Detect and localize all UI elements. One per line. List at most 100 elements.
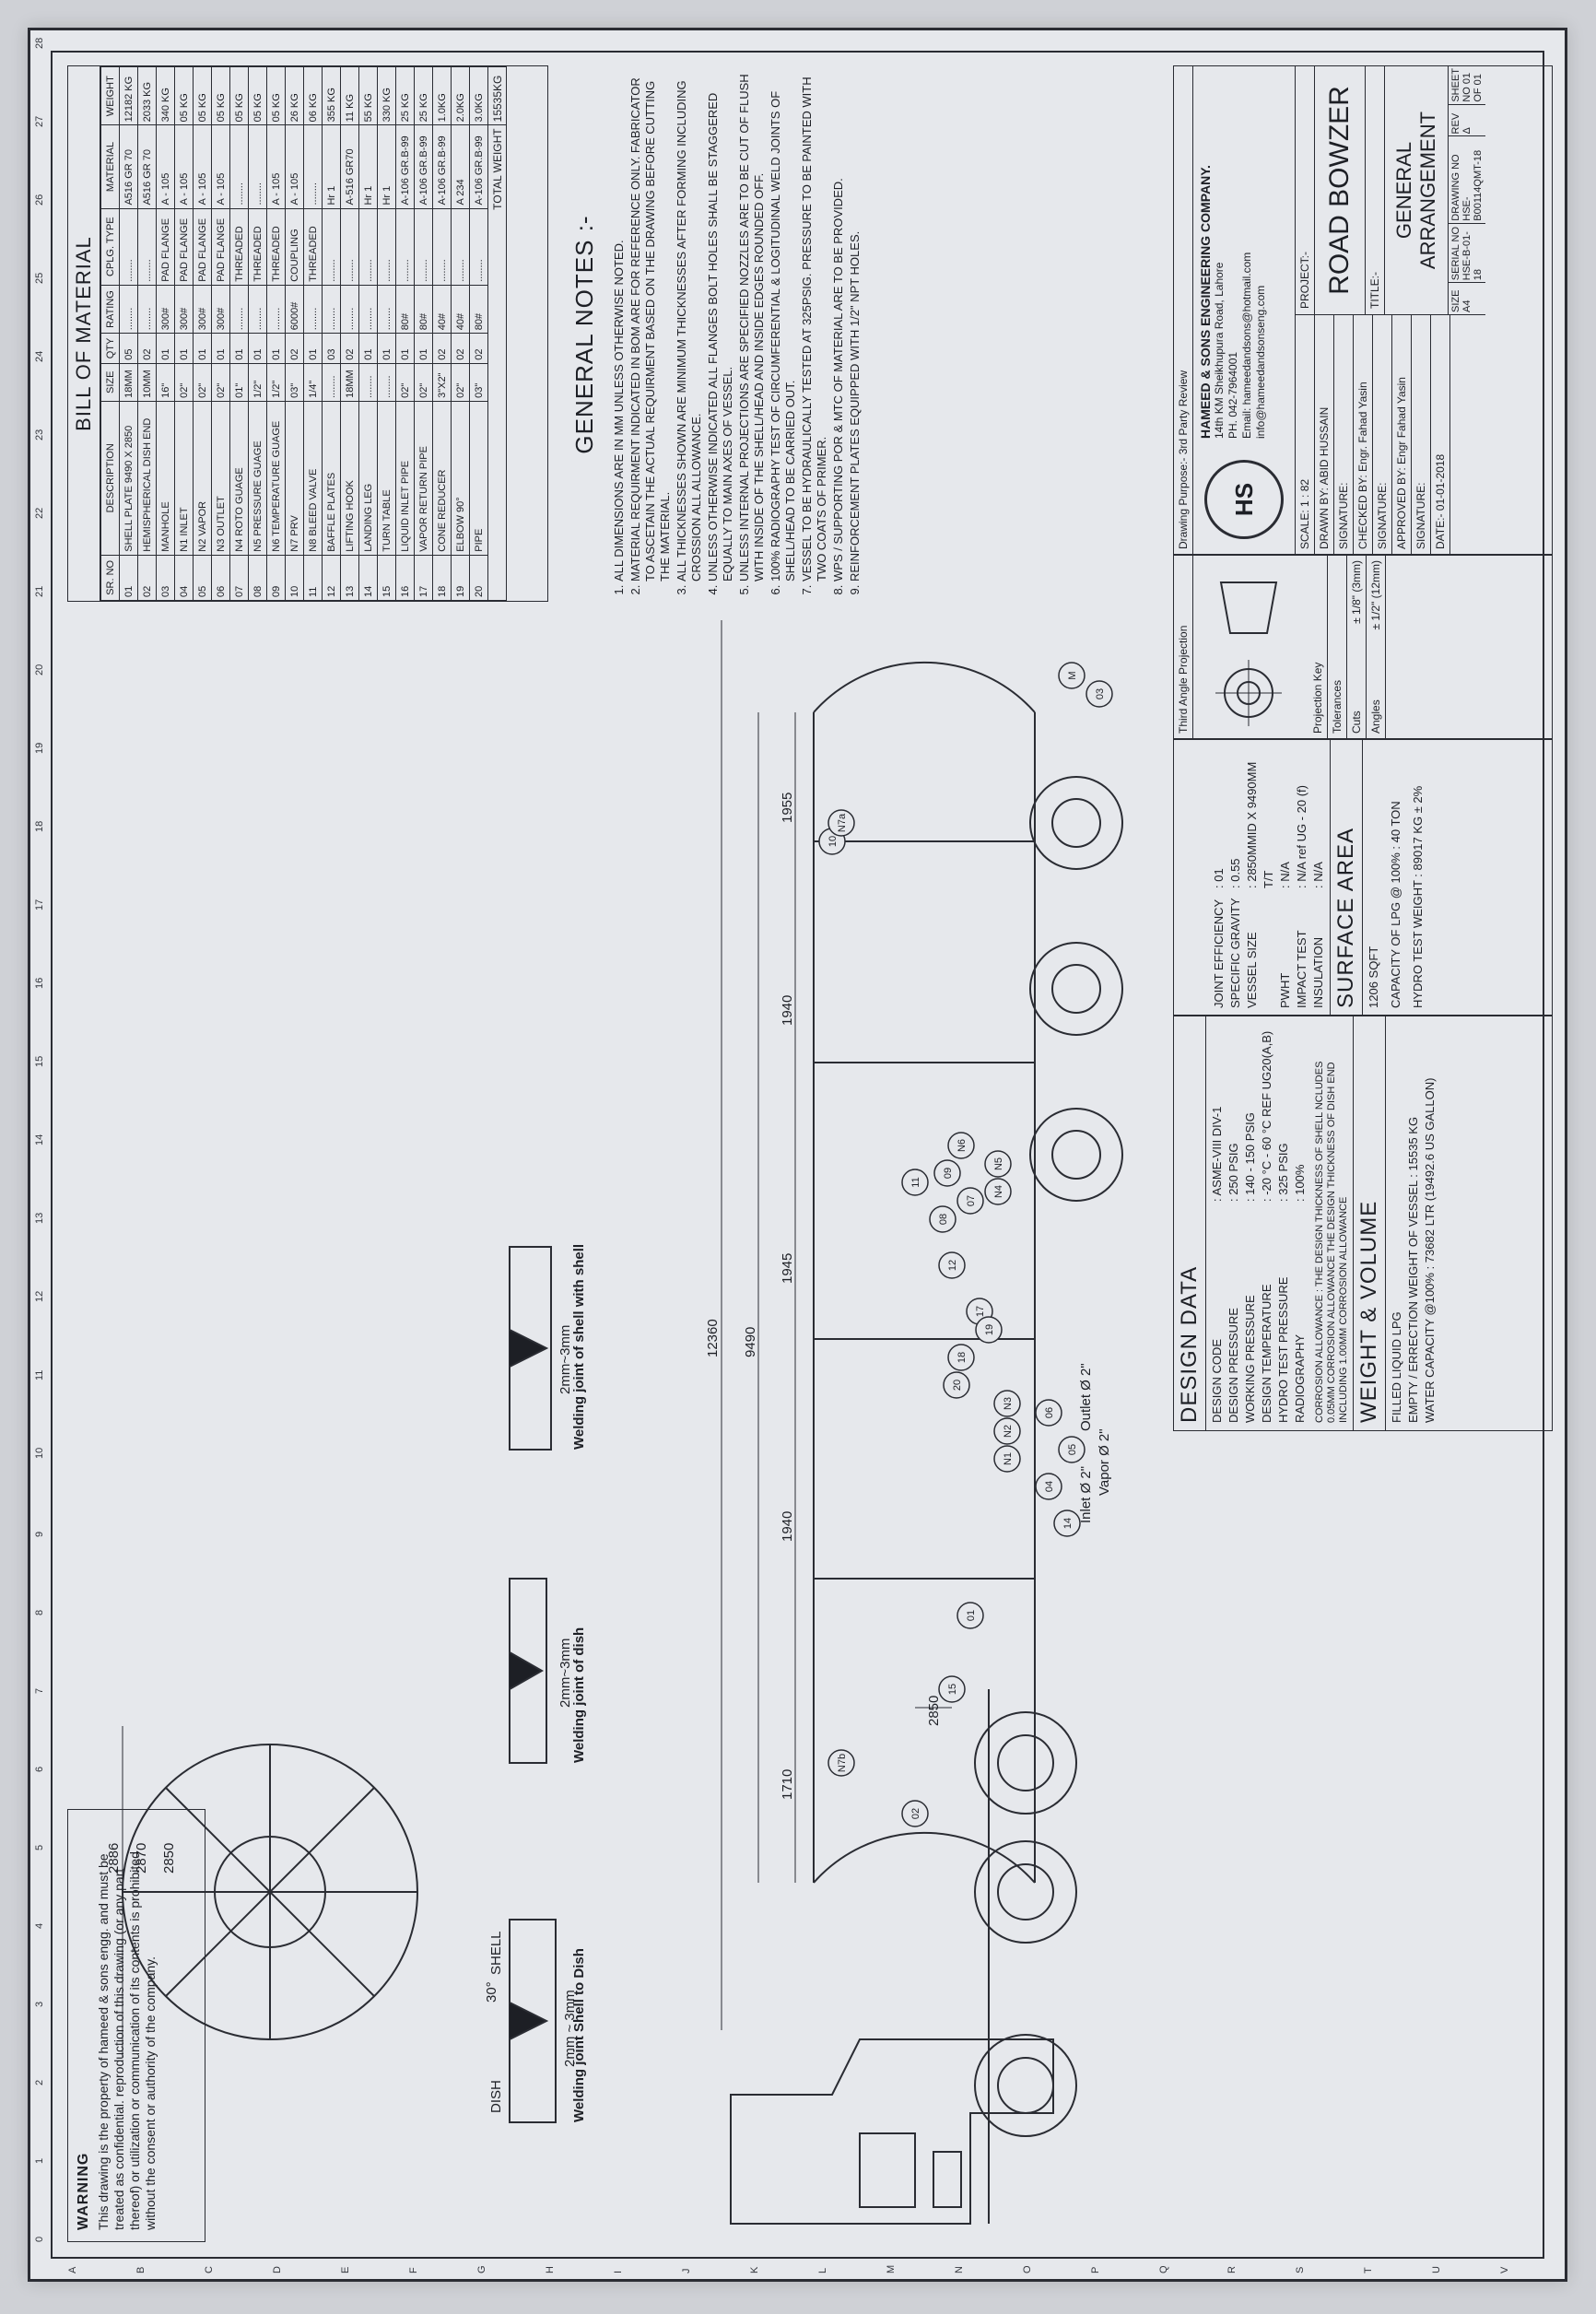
bom-cell: 04: [174, 555, 194, 601]
note-item: UNLESS INTERNAL PROJECTIONS ARE SPECIFIE…: [737, 67, 767, 581]
bom-header-cell: WEIGHT: [100, 66, 120, 125]
bom-cell: 02: [137, 555, 157, 601]
drawing-title: GENERAL ARRANGEMENT: [1392, 111, 1439, 270]
bom-header-cell: MATERIAL: [100, 124, 120, 209]
balloon-label: 07: [966, 1195, 977, 1206]
design-key: RADIOGRAPHY: [1293, 1333, 1307, 1423]
bom-cell: 01: [248, 333, 267, 364]
bom-cell: 6000#: [285, 285, 304, 334]
zone-col: 28: [34, 37, 45, 49]
approved-by: APPROVED BY: Engr Fahad Yasin: [1392, 315, 1412, 555]
zone-col: 26: [34, 194, 45, 206]
bom-cell: 02": [395, 363, 415, 402]
design-value: : 01: [1212, 868, 1226, 888]
bom-cell: ........: [229, 124, 249, 209]
balloon-circle: [947, 1132, 975, 1159]
bom-cell: PAD FLANGE: [174, 208, 194, 286]
balloon-label: 03: [1095, 688, 1106, 699]
balloon-circle: [929, 1205, 956, 1233]
bom-cell: A - 105: [174, 124, 194, 209]
bom-cell: 02: [432, 333, 452, 364]
note-item: VESSEL TO BE HYDRAULICALLY TESTED AT 325…: [800, 67, 829, 581]
design-row: VESSEL SIZE: 2850MMID X 9490MM T/T: [1244, 746, 1277, 1008]
zone-col: 21: [34, 585, 45, 597]
bom-cell: A - 105: [211, 124, 230, 209]
bom-cell: N4 ROTO GUAGE: [229, 401, 249, 556]
angles-value: ± 1/2" (12mm): [1369, 560, 1382, 630]
design-key: DESIGN PRESSURE: [1226, 1308, 1240, 1423]
bom-cell: 340 KG: [156, 66, 175, 125]
weld1-gap: 2mm ~ 3mm: [562, 1990, 578, 2067]
balloon-circle: [984, 1178, 1012, 1205]
bom-cell: 300#: [211, 285, 230, 334]
bom-cell: A - 105: [285, 124, 304, 209]
bom-header-cell: CPLG. TYPE: [100, 208, 120, 286]
bom-cell: 09: [266, 555, 286, 601]
bom-cell: N8 BLEED VALVE: [303, 401, 323, 556]
design-value: : 2850MMID X 9490MM T/T: [1245, 761, 1275, 888]
label-vapor: Vapor Ø 2": [1097, 1428, 1112, 1496]
title-block: Drawing Purpose:- 3rd Party Review HS HA…: [1173, 65, 1553, 556]
bom-cell: 02": [174, 363, 194, 402]
bom-cell: ........: [395, 208, 415, 286]
bom-cell: 15: [377, 555, 396, 601]
balloon-label: 01: [966, 1610, 977, 1621]
bom-cell: 06: [211, 555, 230, 601]
bom-cell: 1/2": [266, 363, 286, 402]
dim-1945: 1945: [780, 1253, 795, 1284]
design-value: : N/A: [1311, 862, 1325, 888]
bom-cell: 12182 KG: [119, 66, 138, 125]
balloon-circle: [938, 1675, 966, 1703]
bom-cell: LANDING LEG: [358, 401, 378, 556]
bom-cell: 02": [211, 363, 230, 402]
sheet-value: NO 01 OF 01: [1461, 72, 1484, 102]
bom-cell: ........: [303, 285, 323, 334]
design-data: DESIGN DATA DESIGN CODE: ASME-VIII DIV-1…: [1173, 1015, 1553, 1431]
balloon-circle: [1035, 1473, 1062, 1500]
bom-cell: 55 KG: [358, 66, 378, 125]
balloon-label: 17: [975, 1306, 986, 1317]
weld3-gap: 2mm~3mm: [557, 1325, 573, 1394]
bom-cell: Hr 1: [322, 124, 341, 209]
design-value: : 140 - 150 PSIG: [1243, 1112, 1257, 1202]
balloon-label: 11: [910, 1177, 921, 1187]
balloon-label: M: [1067, 671, 1078, 679]
weld1-dish: DISH: [488, 2080, 504, 2113]
bom-cell: PIPE: [469, 401, 488, 556]
bom-cell: 01: [156, 333, 175, 364]
design-row: HYDRO TEST PRESSURE: 325 PSIG: [1275, 1023, 1292, 1423]
balloon-label: N4: [993, 1185, 1004, 1198]
balloon-circle: [1053, 1509, 1081, 1537]
bom-cell: ........: [377, 285, 396, 334]
balloon-circle: [947, 1344, 975, 1371]
design-key: JOINT EFFICIENCY: [1212, 899, 1226, 1008]
bom-cell: 300#: [193, 285, 212, 334]
balloon-label: N7a: [837, 813, 848, 832]
balloon-circle: [943, 1371, 970, 1399]
bom-cell: A 234: [451, 124, 470, 209]
bom-cell: ........: [358, 285, 378, 334]
design-row: JOINT EFFICIENCY : 01: [1211, 746, 1227, 1008]
rev-value: Δ: [1461, 127, 1473, 135]
balloon-label: N3: [1003, 1397, 1014, 1410]
bom-cell: ........: [266, 285, 286, 334]
bom-cell: ........: [229, 285, 249, 334]
zone-row: S: [1295, 2266, 1306, 2273]
balloon-label: N1: [1003, 1452, 1014, 1465]
bom-cell: 05: [119, 333, 138, 364]
design-key: DESIGN CODE: [1210, 1338, 1224, 1423]
design-row: DESIGN PRESSURE: 250 PSIG: [1226, 1023, 1242, 1423]
projection-key: Projection Key: [1308, 555, 1328, 739]
company-email-2: info@hameedandsonseng.com: [1254, 285, 1267, 439]
note-item: UNLESS OTHERWISE INDICATED ALL FLANGES B…: [706, 67, 735, 581]
design-key: WORKING PRESSURE: [1243, 1295, 1257, 1423]
bom-cell: 20: [469, 555, 488, 601]
dim-1940b: 1940: [780, 995, 795, 1026]
scale: SCALE: 1 : 82: [1296, 315, 1315, 555]
design-row: INSULATION: N/A: [1310, 746, 1327, 1008]
